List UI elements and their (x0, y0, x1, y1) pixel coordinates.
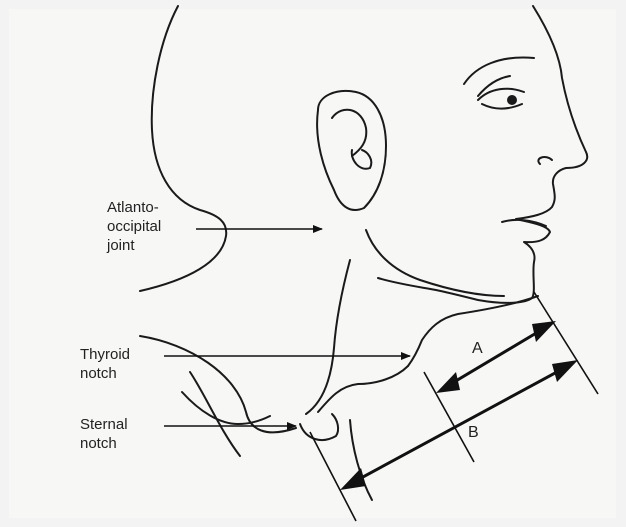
atlanto-line-3: joint (107, 236, 161, 255)
atlanto-line-1: Atlanto- (107, 198, 161, 217)
sternal-line-2: notch (80, 434, 128, 453)
face-profile-outline (378, 6, 587, 303)
sternal-notch-label: Sternal notch (80, 415, 128, 453)
measure-a-label: A (472, 340, 483, 358)
thyroid-line-2: notch (80, 364, 130, 383)
sternal-line-1: Sternal (80, 415, 128, 434)
atlanto-line-2: occipital (107, 217, 161, 236)
nostril (538, 157, 552, 164)
neck-back-line (306, 260, 350, 414)
measure-b-label: B (468, 424, 479, 442)
sternal-curve (300, 414, 338, 440)
measure-a-arrow (444, 326, 548, 388)
eye-line (478, 76, 510, 96)
thyroid-line-1: Thyroid (80, 345, 130, 364)
extension-line-left (310, 432, 356, 521)
cheek-line (366, 230, 504, 296)
clavicle-line (182, 392, 270, 424)
thyroid-notch-label: Thyroid notch (80, 345, 130, 383)
ear-inner (332, 110, 366, 156)
shoulder-line (140, 336, 296, 432)
eye-upper-lid (478, 89, 524, 100)
neck-front-line (318, 366, 408, 412)
atlanto-occipital-label: Atlanto- occipital joint (107, 198, 161, 255)
measure-b-arrow (350, 366, 568, 484)
lower-neck-line (350, 420, 372, 500)
eye-lower-lid (482, 104, 522, 109)
